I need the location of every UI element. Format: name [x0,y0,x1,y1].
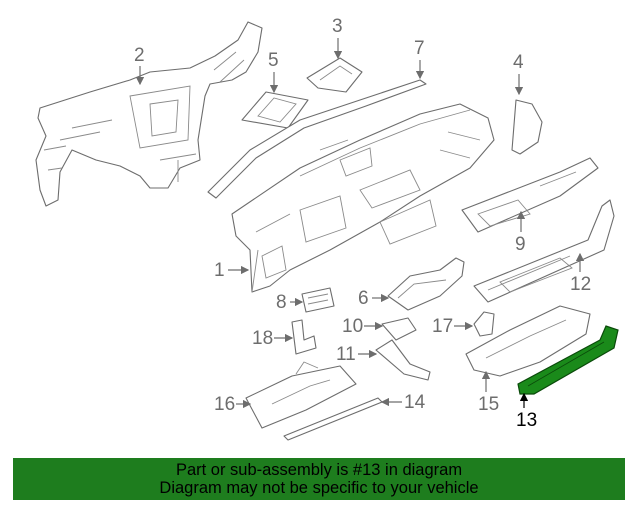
banner-line-1: Part or sub-assembly is #13 in diagram [175,461,463,479]
callout-13: 13 [516,392,537,431]
svg-text:9: 9 [515,234,526,255]
svg-text:13: 13 [516,410,537,431]
part-1-instrument-panel[interactable] [231,103,495,293]
part-6-frame[interactable] [387,257,465,311]
callout-8: 8 [276,292,304,313]
svg-text:1: 1 [214,260,225,281]
callout-12: 12 [570,252,591,295]
svg-text:7: 7 [414,38,425,59]
svg-text:3: 3 [332,16,343,37]
callout-11: 11 [336,344,378,365]
callout-14: 14 [380,392,426,413]
part-5-cover[interactable] [241,91,309,129]
part-2-crossmember[interactable] [35,21,263,207]
callout-3: 3 [332,16,343,60]
info-banner: Part or sub-assembly is #13 in diagram D… [13,458,625,500]
part-7-strip[interactable] [207,79,427,199]
part-8-vent[interactable] [301,287,335,313]
svg-text:15: 15 [478,394,499,415]
callout-9: 9 [515,210,526,255]
callout-5: 5 [268,50,279,94]
part-4-endcap[interactable] [511,99,543,155]
svg-text:5: 5 [268,50,279,71]
part-12-lower-trim[interactable] [473,199,615,303]
callout-17: 17 [432,316,474,337]
svg-text:17: 17 [432,316,453,337]
callout-1: 1 [214,260,250,281]
callout-6: 6 [358,288,390,309]
part-10-bracket[interactable] [381,317,417,341]
part-16-tray[interactable] [245,361,357,429]
svg-text:6: 6 [358,288,369,309]
part-9-trim-panel[interactable] [461,157,599,233]
part-18-bracket[interactable] [291,319,317,355]
callout-18: 18 [252,328,294,349]
part-11-panel[interactable] [375,339,431,381]
callout-16: 16 [214,394,252,415]
callout-4: 4 [513,52,524,96]
svg-text:12: 12 [570,274,591,295]
parts-diagram: 1 2 3 4 5 6 7 8 9 10 11 12 13 14 15 16 1… [35,16,619,441]
callout-10: 10 [342,316,384,337]
svg-text:14: 14 [404,392,426,413]
part-3-trim[interactable] [306,57,363,93]
svg-text:2: 2 [134,45,145,66]
svg-text:10: 10 [342,316,363,337]
callout-15: 15 [478,370,499,415]
callout-2: 2 [134,45,145,86]
svg-text:18: 18 [252,328,273,349]
svg-text:4: 4 [513,52,524,73]
part-17-duct[interactable] [473,311,495,337]
callout-7: 7 [414,38,425,80]
svg-text:11: 11 [336,344,356,365]
banner-line-2: Diagram may not be specific to your vehi… [159,479,479,497]
svg-text:8: 8 [276,292,287,313]
svg-text:16: 16 [214,394,235,415]
